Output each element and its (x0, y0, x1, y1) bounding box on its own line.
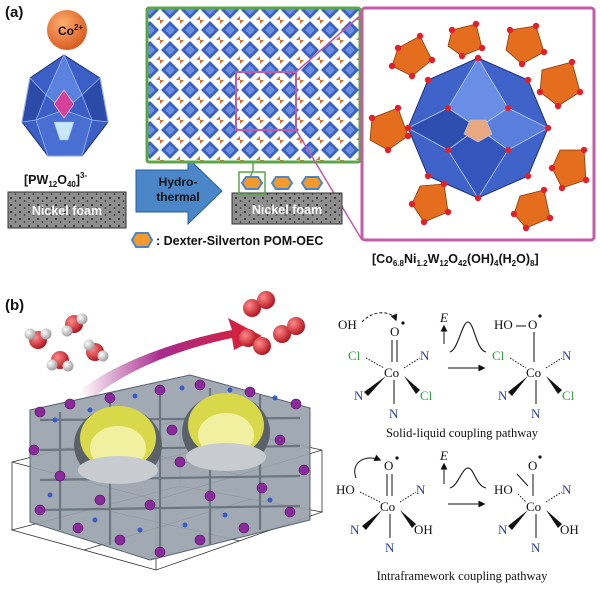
pom-hexagon-3 (300, 176, 324, 190)
m2-energy-label: E (439, 448, 448, 463)
m2-nitrogen-3: N (385, 540, 395, 555)
oxygen-evolution-arrow (80, 318, 262, 400)
oxygen-atoms (368, 20, 590, 232)
mechanism-solid-liquid: OH O Co Cl N N Cl N E HO O (338, 310, 575, 440)
legend-hexagon-icon (130, 232, 154, 248)
m1-hydroxide-label: OH (338, 317, 357, 332)
pore-channel-1 (74, 406, 162, 484)
m1-product-chloride-2: Cl (562, 388, 575, 403)
m2-hydroxide-1: HO (336, 482, 355, 497)
m1-chloride-2: Cl (420, 388, 433, 403)
m1-energy-label: E (439, 310, 448, 325)
nickel-foam-right-label: Nickel foam (252, 203, 322, 217)
panel-a: (a) Co2+ [PW12O40]3- Nickel foam (5, 4, 596, 268)
oxygen-molecules (239, 291, 305, 355)
m1-caption: Solid-liquid coupling pathway (386, 426, 539, 440)
m2-oxo-label: O (384, 458, 393, 473)
m1-product-oxygen: O (528, 317, 537, 332)
m1-energy-barrier (449, 321, 487, 353)
panel-b: (b) (5, 291, 579, 583)
water-molecule (46, 351, 74, 372)
magenta-connector-top (295, 13, 363, 73)
m2-product-cobalt: Co (526, 499, 541, 514)
water-molecule (24, 328, 52, 349)
water-molecules (24, 313, 109, 372)
cluster-structure (360, 6, 596, 242)
m2-coupling-arrow (354, 454, 382, 479)
water-molecule (61, 313, 88, 337)
pom-hexagon-1 (240, 176, 264, 190)
m2-cobalt-label: Co (380, 499, 395, 514)
m2-hydroxide-2: OH (414, 522, 433, 537)
hydrothermal-arrow: Hydro- thermal (135, 156, 223, 226)
legend-text: : Dexter-Silverton POM-OEC (156, 234, 323, 248)
metal-nodes (28, 379, 310, 558)
crystal-lattice-view (145, 6, 362, 164)
m2-energy-barrier (449, 467, 487, 489)
m1-attack-arrow (361, 312, 398, 323)
svg-text:Co2+: Co2+ (58, 23, 83, 38)
legend: : Dexter-Silverton POM-OEC (130, 232, 323, 248)
nickel-foam-left-label: Nickel foam (32, 204, 102, 218)
m1-nitrogen-1: N (420, 348, 430, 363)
m2-product-nitrogen-1: N (562, 482, 572, 497)
nickel-foam-right: Nickel foam (231, 171, 343, 225)
cobalt-octahedra (369, 23, 587, 229)
m1-product-nitrogen-3: N (531, 406, 541, 421)
m1-nitrogen-3: N (389, 406, 399, 421)
pw-formula: [PW12O40]3- (24, 171, 87, 189)
cobalt-ion-symbol: Co (58, 24, 74, 38)
m2-product-hydroxide-2: OH (560, 522, 579, 537)
m1-chloride-1: Cl (348, 348, 361, 363)
lattice-frame (145, 6, 362, 164)
m1-oxo-label: O (390, 324, 399, 339)
m2-product-hydroxide: HO (494, 482, 513, 497)
m2-nitrogen-2: N (350, 522, 360, 537)
m1-product-nitrogen-2: N (498, 388, 508, 403)
panel-a-label: (a) (5, 4, 23, 21)
m1-product-nitrogen-1: N (562, 348, 572, 363)
m2-caption: Intraframework coupling pathway (377, 569, 549, 583)
deposit-highlight (238, 171, 266, 195)
green-connector (249, 162, 254, 179)
arrow-label-2: thermal (156, 190, 199, 204)
linker-atoms (47, 385, 278, 533)
m2-product-nitrogen-2: N (498, 522, 508, 537)
panel-b-label: (b) (5, 297, 24, 314)
arrow-label-1: Hydro- (159, 175, 198, 189)
o2-molecule (273, 317, 305, 343)
cobalt-ion-charge: 2+ (74, 23, 83, 32)
mechanism-intraframework: O Co HO N N OH N E O Co HO (336, 448, 579, 583)
m1-product-chloride-1: Cl (492, 348, 505, 363)
o2-molecule (243, 291, 275, 317)
m2-nitrogen-1: N (416, 482, 426, 497)
m1-nitrogen-2: N (354, 388, 364, 403)
magenta-connector-bottom (295, 129, 363, 241)
m2-product-nitrogen-3: N (531, 540, 541, 555)
cobalt-ion-ball (47, 10, 87, 50)
m1-product-cobalt: Co (526, 365, 541, 380)
lattice-zoom-box (235, 71, 297, 131)
m1-radical-dot (401, 321, 405, 325)
m2-product-oxygen: O (528, 458, 537, 473)
water-molecule (83, 339, 109, 362)
keggin-polyoxometalate (21, 54, 109, 157)
pom-hexagon-2 (270, 176, 294, 190)
pore-channel-2 (182, 393, 270, 471)
cobalt-ion: Co2+ (47, 10, 87, 50)
mof-framework (10, 374, 324, 571)
o2-molecule (239, 329, 271, 355)
nickel-foam-left: Nickel foam (7, 191, 127, 229)
m1-product-hydroperoxo-h: HO (494, 317, 513, 332)
product-formula: [Co6.8Ni1.2W12O42(OH)4(H2O)8] (372, 252, 539, 268)
m1-cobalt-label: Co (384, 365, 399, 380)
